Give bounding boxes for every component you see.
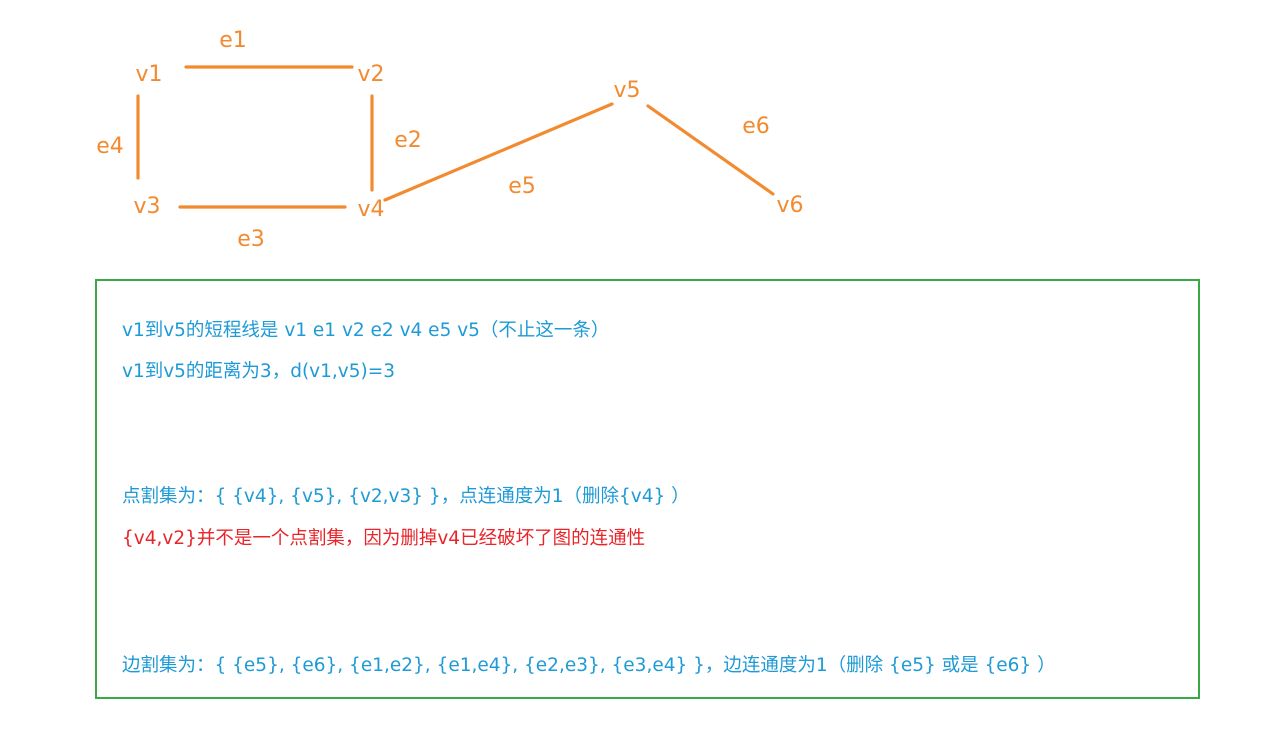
- node-label-v5: v5: [613, 78, 640, 103]
- not-vertex-cut-text: {v4,v2}并不是一个点割集，因为删掉v4已经破坏了图的连通性: [122, 528, 646, 549]
- edge-label-e1: e1: [219, 28, 247, 53]
- edge-e5: [383, 102, 614, 202]
- node-label-v1: v1: [135, 62, 162, 87]
- labels-layer: e1 e2 e3 e4 e5 e6 v1 v2 v3 v4 v5 v6: [96, 28, 803, 252]
- distance-text: v1到v5的距离为3，d(v1,v5)=3: [122, 361, 395, 382]
- edge-label-e3: e3: [237, 227, 265, 252]
- edge-e6: [646, 104, 775, 196]
- vertex-cut-text: 点割集为：{ {v4}, {v5}, {v2,v3} }，点连通度为1（删除{v…: [122, 486, 690, 507]
- edge-label-e2: e2: [394, 128, 422, 153]
- edges-layer: [136, 65, 775, 209]
- node-label-v6: v6: [776, 193, 803, 218]
- node-label-v2: v2: [357, 62, 384, 87]
- edge-label-e6: e6: [742, 114, 770, 139]
- notes-box: v1到v5的短程线是 v1 e1 v2 e2 v4 e5 v5（不止这一条） v…: [95, 279, 1200, 699]
- edge-label-e5: e5: [508, 174, 536, 199]
- shortest-path-text: v1到v5的短程线是 v1 e1 v2 e2 v4 e5 v5（不止这一条）: [122, 320, 610, 341]
- node-label-v3: v3: [133, 194, 160, 219]
- edge-cut-text: 边割集为：{ {e5}, {e6}, {e1,e2}, {e1,e4}, {e2…: [122, 655, 1056, 676]
- node-label-v4: v4: [357, 197, 384, 222]
- edge-label-e4: e4: [96, 134, 124, 159]
